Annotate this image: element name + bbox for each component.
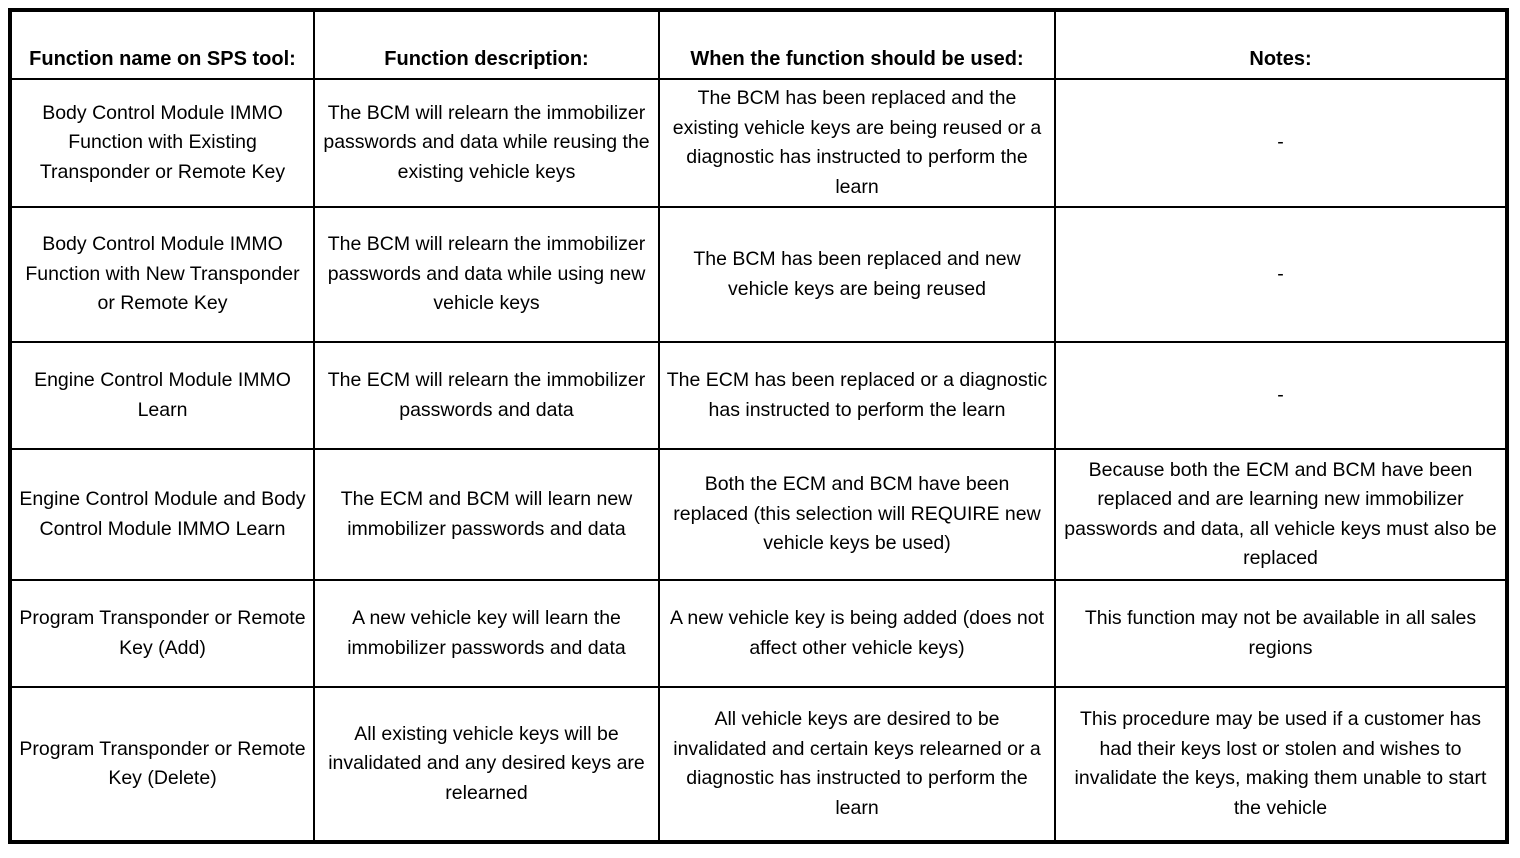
table-row: Body Control Module IMMO Function with N… [9, 206, 1508, 343]
cell-notes: - [1054, 78, 1508, 208]
cell-when-used: Both the ECM and BCM have been replaced … [658, 448, 1056, 581]
cell-notes: This function may not be available in al… [1054, 579, 1508, 688]
cell-function-name: Body Control Module IMMO Function with E… [9, 78, 315, 208]
cell-function-name: Program Transponder or Remote Key (Add) [9, 579, 315, 688]
table-row: Body Control Module IMMO Function with E… [9, 78, 1508, 208]
table-row: Engine Control Module and Body Control M… [9, 448, 1508, 581]
table-row: Program Transponder or Remote Key (Delet… [9, 686, 1508, 843]
cell-function-name: Program Transponder or Remote Key (Delet… [9, 686, 315, 843]
cell-description: The ECM and BCM will learn new immobiliz… [313, 448, 660, 581]
column-header-function-name: Function name on SPS tool: [9, 9, 315, 80]
cell-notes: - [1054, 206, 1508, 343]
cell-when-used: The BCM has been replaced and the existi… [658, 78, 1056, 208]
cell-notes: - [1054, 341, 1508, 450]
document-page: Function name on SPS tool: Function desc… [0, 8, 1520, 858]
cell-function-name: Body Control Module IMMO Function with N… [9, 206, 315, 343]
column-header-notes: Notes: [1054, 9, 1508, 80]
cell-when-used: The BCM has been replaced and new vehicl… [658, 206, 1056, 343]
cell-when-used: The ECM has been replaced or a diagnosti… [658, 341, 1056, 450]
cell-notes: This procedure may be used if a customer… [1054, 686, 1508, 843]
cell-description: The BCM will relearn the immobilizer pas… [313, 206, 660, 343]
cell-notes: Because both the ECM and BCM have been r… [1054, 448, 1508, 581]
cell-description: All existing vehicle keys will be invali… [313, 686, 660, 843]
cell-function-name: Engine Control Module and Body Control M… [9, 448, 315, 581]
cell-when-used: A new vehicle key is being added (does n… [658, 579, 1056, 688]
cell-description: The ECM will relearn the immobilizer pas… [313, 341, 660, 450]
column-header-when-used: When the function should be used: [658, 9, 1056, 80]
table-row: Program Transponder or Remote Key (Add) … [9, 579, 1508, 688]
sps-functions-table: Function name on SPS tool: Function desc… [8, 8, 1509, 844]
cell-description: A new vehicle key will learn the immobil… [313, 579, 660, 688]
column-header-description: Function description: [313, 9, 660, 80]
cell-function-name: Engine Control Module IMMO Learn [9, 341, 315, 450]
cell-description: The BCM will relearn the immobilizer pas… [313, 78, 660, 208]
table-row: Engine Control Module IMMO Learn The ECM… [9, 341, 1508, 450]
header-row: Function name on SPS tool: Function desc… [9, 9, 1508, 80]
cell-when-used: All vehicle keys are desired to be inval… [658, 686, 1056, 843]
